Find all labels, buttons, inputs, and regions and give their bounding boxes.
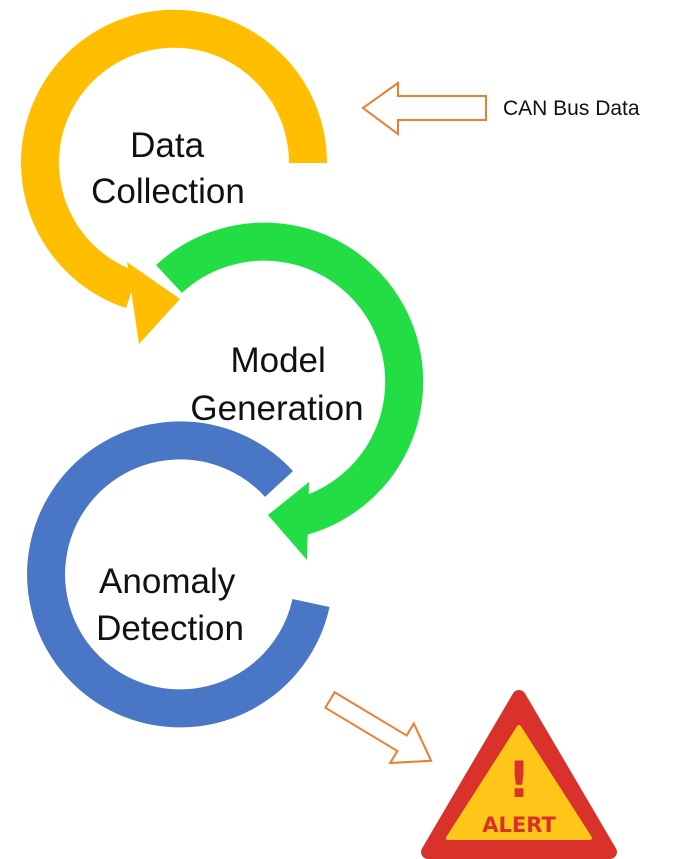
alert-exclamation: !: [508, 751, 531, 809]
stage-anomaly-detection: Anomaly Detection: [27, 421, 330, 728]
svg-text:Model Generation: Model Generation: [190, 341, 363, 428]
alert-label: ALERT: [482, 813, 556, 837]
svg-text:Data Collection: Data Collection: [91, 126, 245, 211]
data-collection-label-line1: Data: [130, 126, 204, 165]
anomaly-detection-label-line2: Detection: [96, 609, 244, 648]
data-collection-arrowhead: [127, 262, 180, 344]
input-arrow-icon: [361, 81, 487, 136]
svg-text:Anomaly Detection: Anomaly Detection: [96, 562, 245, 648]
stage-model-generation: Model Generation: [156, 222, 424, 560]
model-generation-label-line2: Generation: [190, 389, 363, 428]
input-label: CAN Bus Data: [503, 97, 640, 120]
anomaly-detection-ring: [27, 421, 330, 728]
model-generation-arrowhead: [268, 482, 309, 560]
stage-data-collection: Data Collection: [21, 9, 327, 344]
model-generation-label-line1: Model: [230, 341, 325, 380]
data-collection-label-line2: Collection: [91, 172, 245, 211]
output-arrow-icon: [323, 690, 433, 765]
alert-triangle-icon: ! ALERT: [421, 690, 617, 859]
model-generation-ring: [156, 222, 424, 536]
anomaly-detection-label-line1: Anomaly: [99, 562, 236, 601]
data-collection-ring: [21, 9, 327, 309]
